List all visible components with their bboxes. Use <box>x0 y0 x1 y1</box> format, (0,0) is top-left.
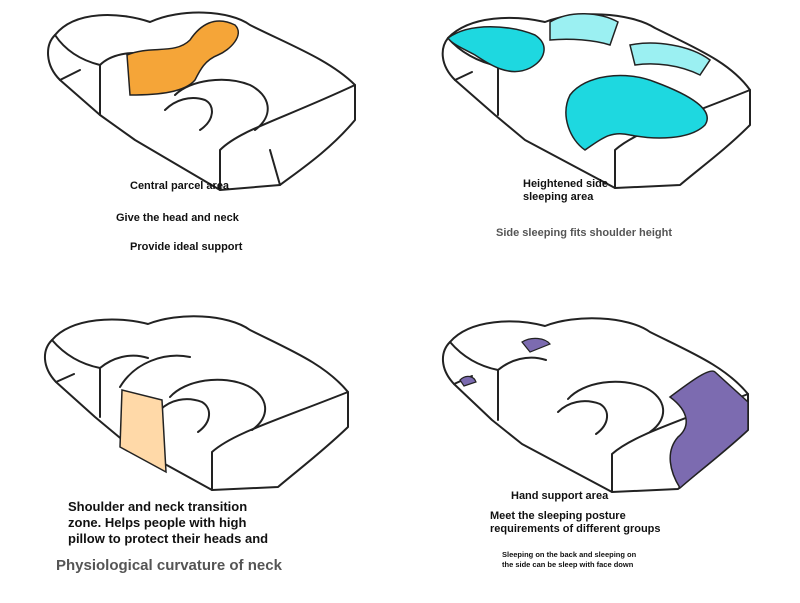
central-title: Central parcel area <box>130 180 230 192</box>
side-highlight-back <box>629 42 712 76</box>
hand-highlight-left <box>459 375 477 387</box>
pillow-illustration-central <box>47 11 356 191</box>
side-title-1: Heightened side <box>523 178 608 190</box>
panel-shoulder-neck-transition: Shoulder and neck transition zone. Helps… <box>0 302 400 603</box>
transition-title-1: Shoulder and neck transition <box>68 499 248 514</box>
transition-desc: Physiological curvature of neck <box>56 557 282 574</box>
pillow-illustration-transition <box>44 315 349 491</box>
panel-heightened-side-sleeping: Heightened side sleeping area Side sleep… <box>400 0 800 301</box>
side-highlight-right <box>565 74 708 151</box>
hand-title: Hand support area <box>511 490 609 502</box>
transition-title-2: zone. Helps people with high <box>68 515 247 530</box>
transition-highlight <box>119 389 167 474</box>
pillow-illustration-side <box>441 13 751 189</box>
transition-title-3: pillow to protect their heads and <box>68 531 269 546</box>
side-highlight-top <box>549 13 619 46</box>
side-highlight-left <box>446 26 545 73</box>
side-title-2: sleeping area <box>523 191 594 203</box>
central-desc-2: Provide ideal support <box>130 241 243 253</box>
pillow-illustration-hand <box>442 317 749 493</box>
hand-highlight-top <box>521 337 551 353</box>
hand-highlight-right <box>668 370 749 490</box>
hand-note-2: the side can be sleep with face down <box>502 560 634 569</box>
hand-desc-1: Meet the sleeping posture <box>490 510 626 522</box>
panel-central-parcel-area: Central parcel area Give the head and ne… <box>0 0 400 301</box>
hand-desc-2: requirements of different groups <box>490 523 661 535</box>
panel-hand-support-area: Hand support area Meet the sleeping post… <box>400 302 800 603</box>
side-desc: Side sleeping fits shoulder height <box>496 227 673 239</box>
central-desc-1: Give the head and neck <box>116 212 239 224</box>
central-highlight <box>126 20 239 96</box>
hand-note-1: Sleeping on the back and sleeping on <box>502 550 637 559</box>
